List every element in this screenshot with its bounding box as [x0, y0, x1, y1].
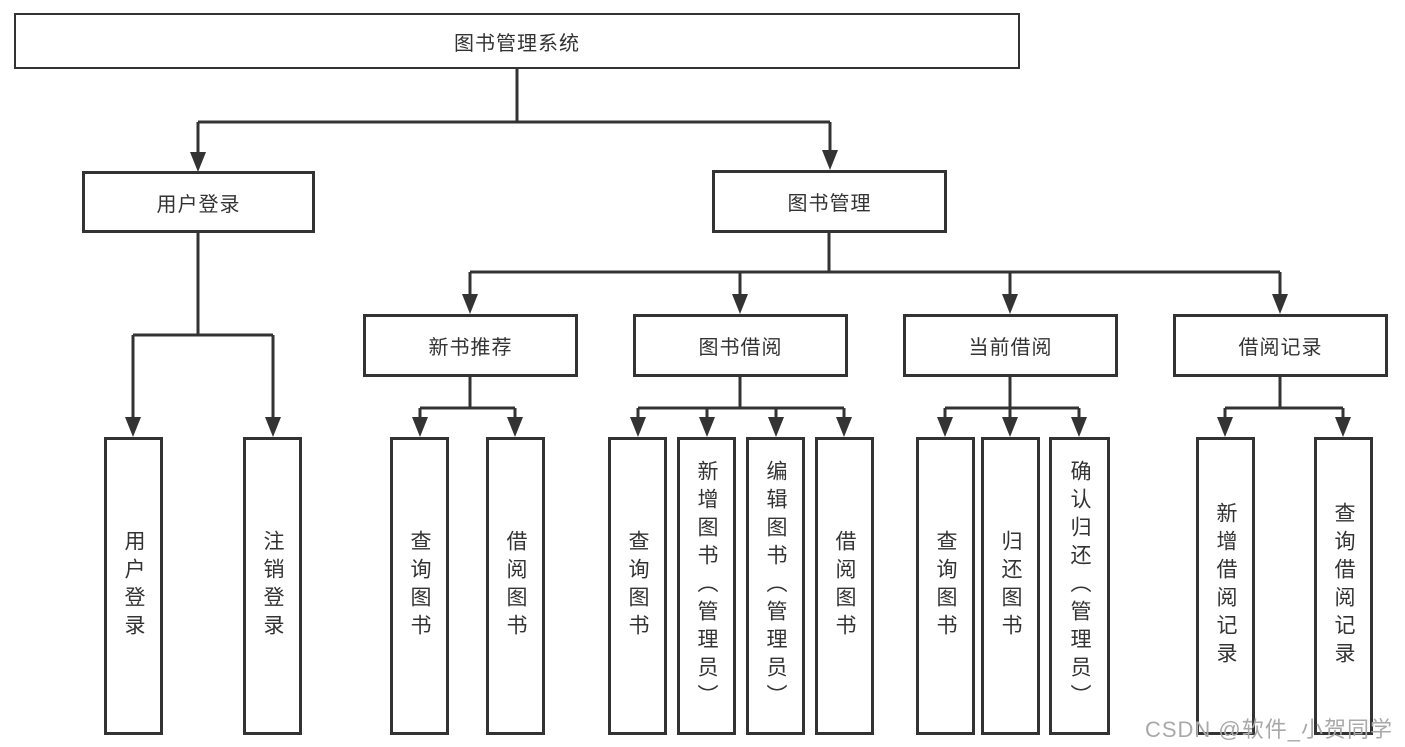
node-user-login: 用户登录: [82, 171, 315, 233]
node-label: 新书推荐: [428, 337, 513, 359]
connector-new-book-to-leaves: [418, 377, 517, 419]
node-label: 新增借阅记录: [1214, 502, 1237, 670]
connector-root-to-level2: [196, 69, 832, 154]
node-label: 借阅图书: [504, 530, 527, 642]
node-label: 借阅记录: [1238, 337, 1323, 359]
leaf-query-books-recommend: 查询图书: [390, 437, 449, 735]
connector-book-mgmt-to-level3: [468, 233, 1282, 296]
arrowheads: [125, 150, 1351, 437]
connector-book-borrow-to-leaves: [636, 377, 846, 419]
node-label: 借阅图书: [833, 530, 856, 642]
csdn-watermark: CSDN @软件_小贺同学: [1144, 717, 1393, 742]
node-label: 查询图书: [626, 530, 649, 642]
connector-borrow-record-to-leaves: [1223, 377, 1345, 419]
leaf-add-books-admin: 新增图书（管理员）: [677, 437, 736, 735]
node-label: 图书借阅: [698, 337, 783, 359]
node-label: 查询借阅记录: [1332, 502, 1355, 670]
node-label: 编辑图书（管理员）: [764, 460, 787, 712]
leaf-edit-books-admin: 编辑图书（管理员）: [746, 437, 805, 735]
node-library-system: 图书管理系统: [14, 13, 1020, 69]
leaf-query-books-current: 查询图书: [916, 437, 975, 735]
node-borrow-records: 借阅记录: [1173, 314, 1388, 377]
node-book-management: 图书管理: [712, 170, 947, 233]
connector-current-borrow-to-leaves: [943, 377, 1081, 419]
node-label: 当前借阅: [968, 337, 1053, 359]
leaf-borrow-books: 借阅图书: [815, 437, 874, 735]
node-label: 查询图书: [408, 530, 431, 642]
node-label: 图书管理: [787, 193, 872, 215]
node-new-book-recommend: 新书推荐: [363, 314, 578, 377]
leaf-confirm-return-admin: 确认归还（管理员）: [1049, 437, 1110, 735]
node-label: 新增图书（管理员）: [695, 460, 718, 712]
leaf-logout: 注销登录: [243, 437, 302, 735]
leaf-query-books: 查询图书: [608, 437, 667, 735]
node-label: 用户登录: [156, 193, 241, 216]
node-label: 图书管理系统: [454, 32, 580, 55]
node-current-borrow: 当前借阅: [903, 314, 1118, 377]
leaf-add-borrow-record: 新增借阅记录: [1196, 437, 1255, 735]
leaf-user-login: 用户登录: [104, 437, 163, 735]
node-label: 用户登录: [122, 530, 145, 642]
leaf-return-books: 归还图书: [981, 437, 1040, 735]
node-label: 查询图书: [934, 530, 957, 642]
node-label: 注销登录: [261, 530, 284, 642]
leaf-borrow-books-recommend: 借阅图书: [486, 437, 545, 735]
connector-user-login-to-leaves: [131, 233, 275, 419]
node-book-borrow: 图书借阅: [633, 314, 848, 377]
node-label: 归还图书: [999, 530, 1022, 642]
leaf-query-borrow-record: 查询借阅记录: [1314, 437, 1373, 735]
node-label: 确认归还（管理员）: [1068, 460, 1091, 712]
